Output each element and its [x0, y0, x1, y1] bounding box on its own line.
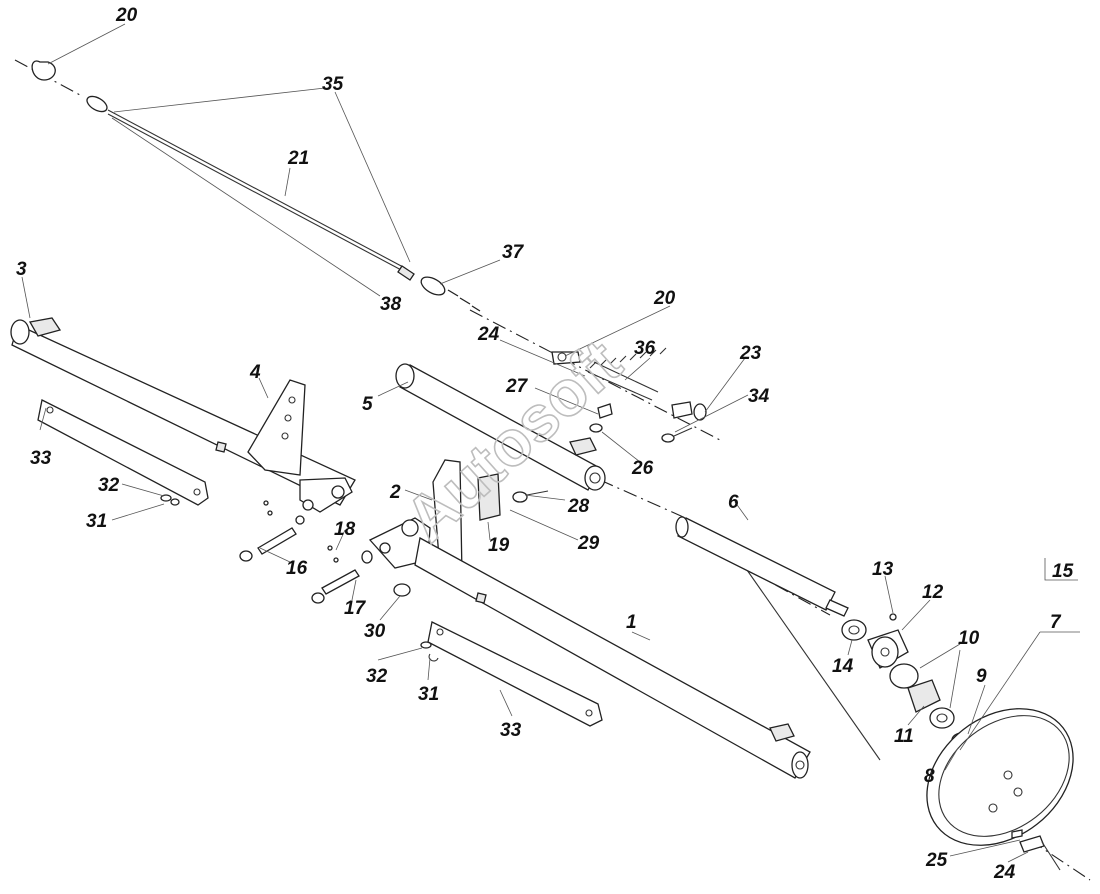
callout: 8: [924, 766, 935, 787]
callout-labels: 20 35 21 37 38 3 20 24 36 23 34 27 26 5 …: [16, 5, 1074, 883]
callout: 18: [334, 519, 356, 540]
pins-washers-left: [160, 494, 411, 604]
callout: 34: [748, 386, 770, 407]
callout: 19: [488, 535, 510, 556]
callout: 28: [567, 496, 590, 517]
roller-5: [395, 363, 606, 491]
link-bar-33-lower: [420, 621, 603, 727]
callout: 9: [976, 666, 987, 687]
roller-6: [675, 516, 849, 617]
link-bar-33-upper: [37, 399, 209, 506]
callout: 29: [577, 533, 600, 554]
callout: 11: [894, 726, 914, 747]
bracket-4: [247, 379, 306, 476]
callout: 23: [739, 343, 762, 364]
callout: 32: [98, 475, 120, 496]
callout: 27: [505, 376, 529, 397]
callout: 33: [30, 448, 52, 469]
callout: 37: [502, 242, 525, 263]
callout: 31: [418, 684, 439, 705]
callout: 20: [115, 5, 138, 26]
callout: 26: [631, 458, 654, 479]
callout: 3: [16, 259, 27, 280]
disk-7: [926, 708, 1074, 871]
callout: 24: [477, 324, 500, 345]
callout: 7: [1050, 612, 1062, 633]
callout: 21: [287, 148, 309, 169]
callout: 6: [728, 492, 739, 513]
callout: 38: [380, 294, 402, 315]
callout: 32: [366, 666, 388, 687]
callout: 35: [322, 74, 344, 95]
watermark-text: Autosoft: [391, 326, 635, 556]
tube-1: [414, 536, 811, 779]
callout: 16: [286, 558, 308, 579]
callout: 33: [500, 720, 522, 741]
callout: 4: [249, 362, 261, 383]
callout: 14: [832, 656, 854, 677]
callout: 24: [993, 862, 1016, 883]
callout: 10: [958, 628, 980, 649]
callout: 12: [922, 582, 944, 603]
callout: 13: [872, 559, 894, 580]
callout: 25: [925, 850, 948, 871]
spring-shackle-group: [551, 347, 707, 443]
callout: 2: [389, 482, 401, 503]
callout: 5: [362, 394, 373, 415]
callout: 20: [653, 288, 676, 309]
cable-assembly: [31, 60, 481, 312]
callout: 1: [626, 612, 637, 633]
callout: 17: [344, 598, 367, 619]
callout: 31: [86, 511, 107, 532]
leader-lines: [21, 23, 1080, 863]
callout: 30: [364, 621, 386, 642]
callout: 15: [1052, 561, 1074, 582]
callout: 36: [634, 338, 656, 359]
